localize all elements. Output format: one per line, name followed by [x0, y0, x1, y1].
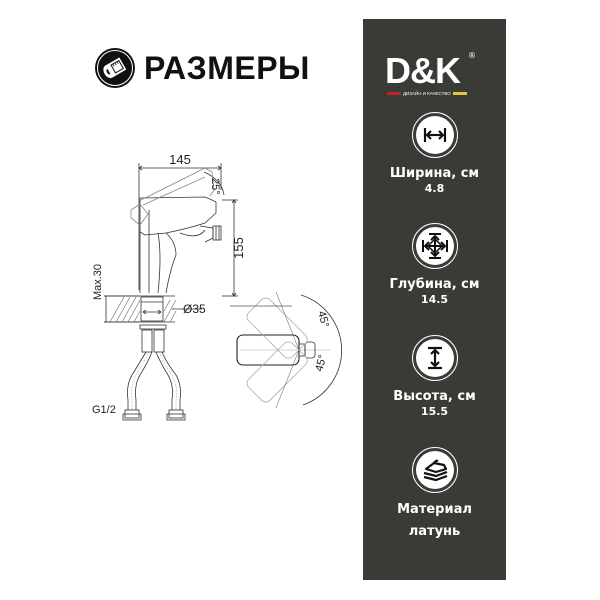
- yellow-stripe: [452, 92, 467, 95]
- page-title: РАЗМЕРЫ: [144, 49, 310, 86]
- connection-thread: G1/2: [92, 404, 116, 416]
- spec-label: Материал: [397, 502, 472, 517]
- spec-width: Ширина, см 4.8: [363, 112, 506, 195]
- spec-material: Материал латунь: [363, 447, 506, 543]
- spec-value: 15.5: [420, 405, 449, 418]
- height-arrows-icon: [427, 346, 442, 370]
- red-stripe: [387, 92, 401, 95]
- spec-panel: D&K ® ДИЗАЙН И КАЧЕСТВО Ширина, см 4.8: [363, 19, 506, 580]
- spec-label: Высота, см: [393, 389, 476, 404]
- brand-name: D&K: [385, 50, 461, 91]
- spec-depth: Глубина, см 14.5: [363, 223, 506, 306]
- brand-tagline-row: ДИЗАЙН И КАЧЕСТВО: [387, 91, 467, 96]
- page-header: РАЗМЕРЫ: [94, 46, 310, 90]
- brand-logo: D&K ® ДИЗАЙН И КАЧЕСТВО: [385, 50, 485, 103]
- spec-label: Ширина, см: [389, 166, 480, 181]
- technical-drawing: 145 25° 155 Max.30 Ø35 G1/2 45° 45°: [92, 152, 342, 421]
- rotation-angle-bottom: 45°: [313, 354, 329, 373]
- spec-value: латунь: [408, 524, 461, 539]
- spec-value: 4.8: [424, 182, 445, 195]
- max-thickness-dimension: Max.30: [92, 264, 104, 300]
- hole-diameter: Ø35: [183, 302, 206, 316]
- registered-mark: ®: [468, 51, 476, 60]
- rotation-angle-top: 45°: [315, 310, 331, 329]
- spec-value: 14.5: [420, 293, 449, 306]
- material-layers-icon: [423, 459, 447, 482]
- brand-tagline: ДИЗАЙН И КАЧЕСТВО: [403, 91, 451, 96]
- tape-measure-icon: [95, 48, 135, 88]
- spec-label: Глубина, см: [389, 277, 480, 292]
- depth-arrows-icon: [421, 233, 448, 259]
- height-dimension: 155: [231, 237, 246, 259]
- spec-height: Высота, см 15.5: [363, 335, 506, 418]
- width-arrows-icon: [423, 128, 446, 142]
- width-dimension: 145: [169, 152, 191, 167]
- angle-dimension: 25°: [209, 178, 221, 195]
